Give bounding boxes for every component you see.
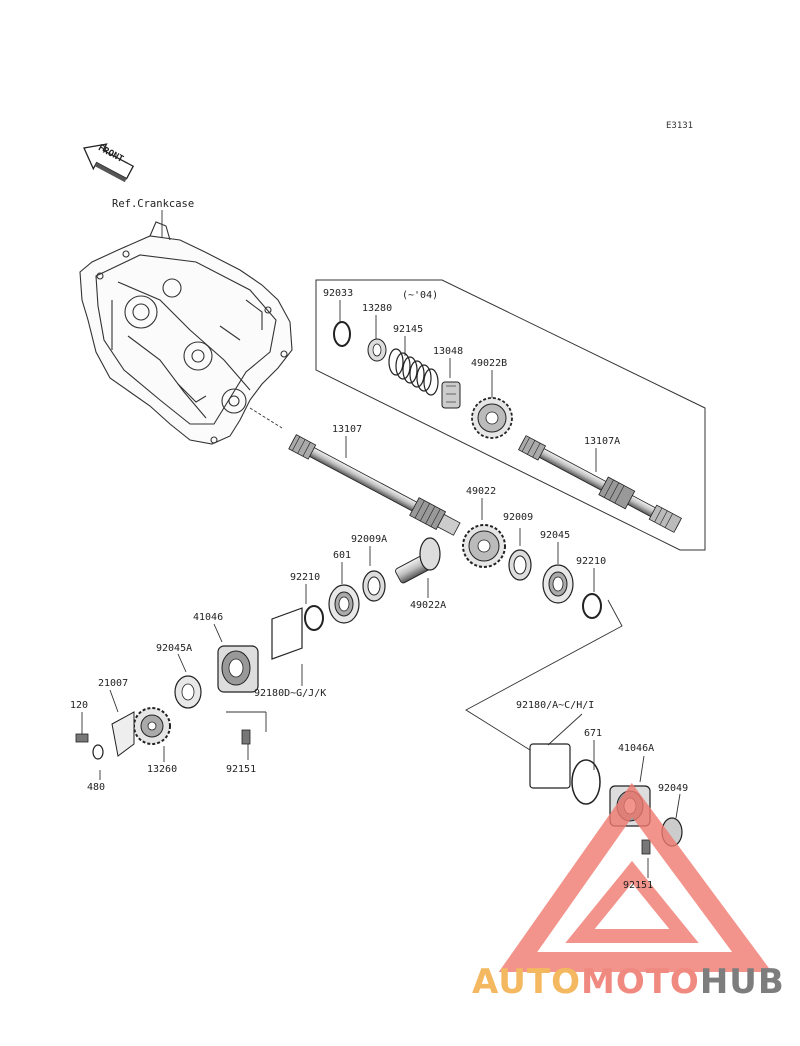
part-label-92045: 92045 (540, 530, 571, 541)
part-label-92145: 92145 (393, 324, 424, 335)
watermark-part-hub: HUB (699, 962, 785, 1002)
part-label-21007: 21007 (98, 678, 129, 689)
part-label-49022A: 49022A (410, 600, 447, 611)
figure-code: E3131 (666, 121, 694, 131)
housing-41046 (217, 645, 259, 693)
spring-92145 (388, 348, 439, 396)
bearing-92045A (174, 675, 202, 709)
bearing-601 (328, 584, 360, 624)
part-label-92151-left: 92151 (226, 764, 257, 775)
part-label-41046: 41046 (193, 612, 224, 623)
gasket-92180-right (529, 743, 571, 789)
part-label-13260: 13260 (147, 764, 178, 775)
part-label-480: 480 (87, 782, 106, 793)
circlip-92210-right (582, 593, 602, 619)
part-label-13107: 13107 (332, 424, 363, 435)
part-label-92210-right: 92210 (576, 556, 607, 567)
part-label-120: 120 (70, 700, 89, 711)
part-label-92180-right: 92180/A~C/H/I (516, 700, 595, 711)
bolt-92151-right-icon (641, 839, 651, 855)
bolt-92151-left-icon (241, 729, 251, 745)
watermark-part-auto: AUTO (472, 962, 581, 1002)
crankcase-drawing (79, 221, 293, 445)
oring-671 (571, 759, 601, 805)
shaft-13107 (288, 434, 461, 536)
part-label-671: 671 (584, 728, 603, 739)
ref-crankcase-label: Ref.Crankcase (112, 198, 195, 210)
era-note: (~'04) (402, 290, 439, 301)
part-label-92009: 92009 (503, 512, 534, 523)
part-label-92151-right: 92151 (623, 880, 654, 891)
collar-13280 (367, 338, 387, 362)
gasket-92180-left (271, 607, 303, 660)
seal-92009 (508, 549, 532, 581)
variant-group-outline (315, 279, 706, 551)
part-label-92180-left: 92180D~G/J/K (254, 688, 327, 699)
part-label-41046A: 41046A (618, 743, 655, 754)
bolt-120-icon (75, 733, 89, 743)
circlip-92210-left (304, 605, 324, 631)
part-label-92049: 92049 (658, 783, 689, 794)
watermark-part-moto: MOTO (580, 962, 700, 1002)
part-label-601: 601 (333, 550, 352, 561)
cam-13048 (441, 381, 461, 409)
plate-21007 (111, 711, 135, 757)
part-label-49022B: 49022B (471, 358, 508, 369)
part-label-49022: 49022 (466, 486, 497, 497)
gear-49022 (462, 524, 506, 568)
part-label-92009A: 92009A (351, 534, 388, 545)
watermark-triangle-icon (498, 782, 772, 972)
circlip-92033 (333, 321, 351, 347)
seal-92009A (362, 570, 386, 602)
front-arrow-icon (83, 143, 135, 183)
part-label-13280: 13280 (362, 303, 393, 314)
gear-49022B (471, 397, 513, 439)
part-label-13107A: 13107A (584, 436, 621, 447)
gear-49022A (395, 537, 441, 584)
part-label-92033: 92033 (323, 288, 354, 299)
part-label-13048: 13048 (433, 346, 464, 357)
bearing-92045 (542, 564, 574, 604)
watermark-logo: AUTOMOTOHUB (472, 962, 785, 1002)
part-label-92210-left: 92210 (290, 572, 321, 583)
shaft-13107A (518, 435, 682, 533)
part-label-92045A: 92045A (156, 643, 193, 654)
washer-480-icon (92, 744, 104, 760)
gear-13260 (133, 707, 171, 745)
